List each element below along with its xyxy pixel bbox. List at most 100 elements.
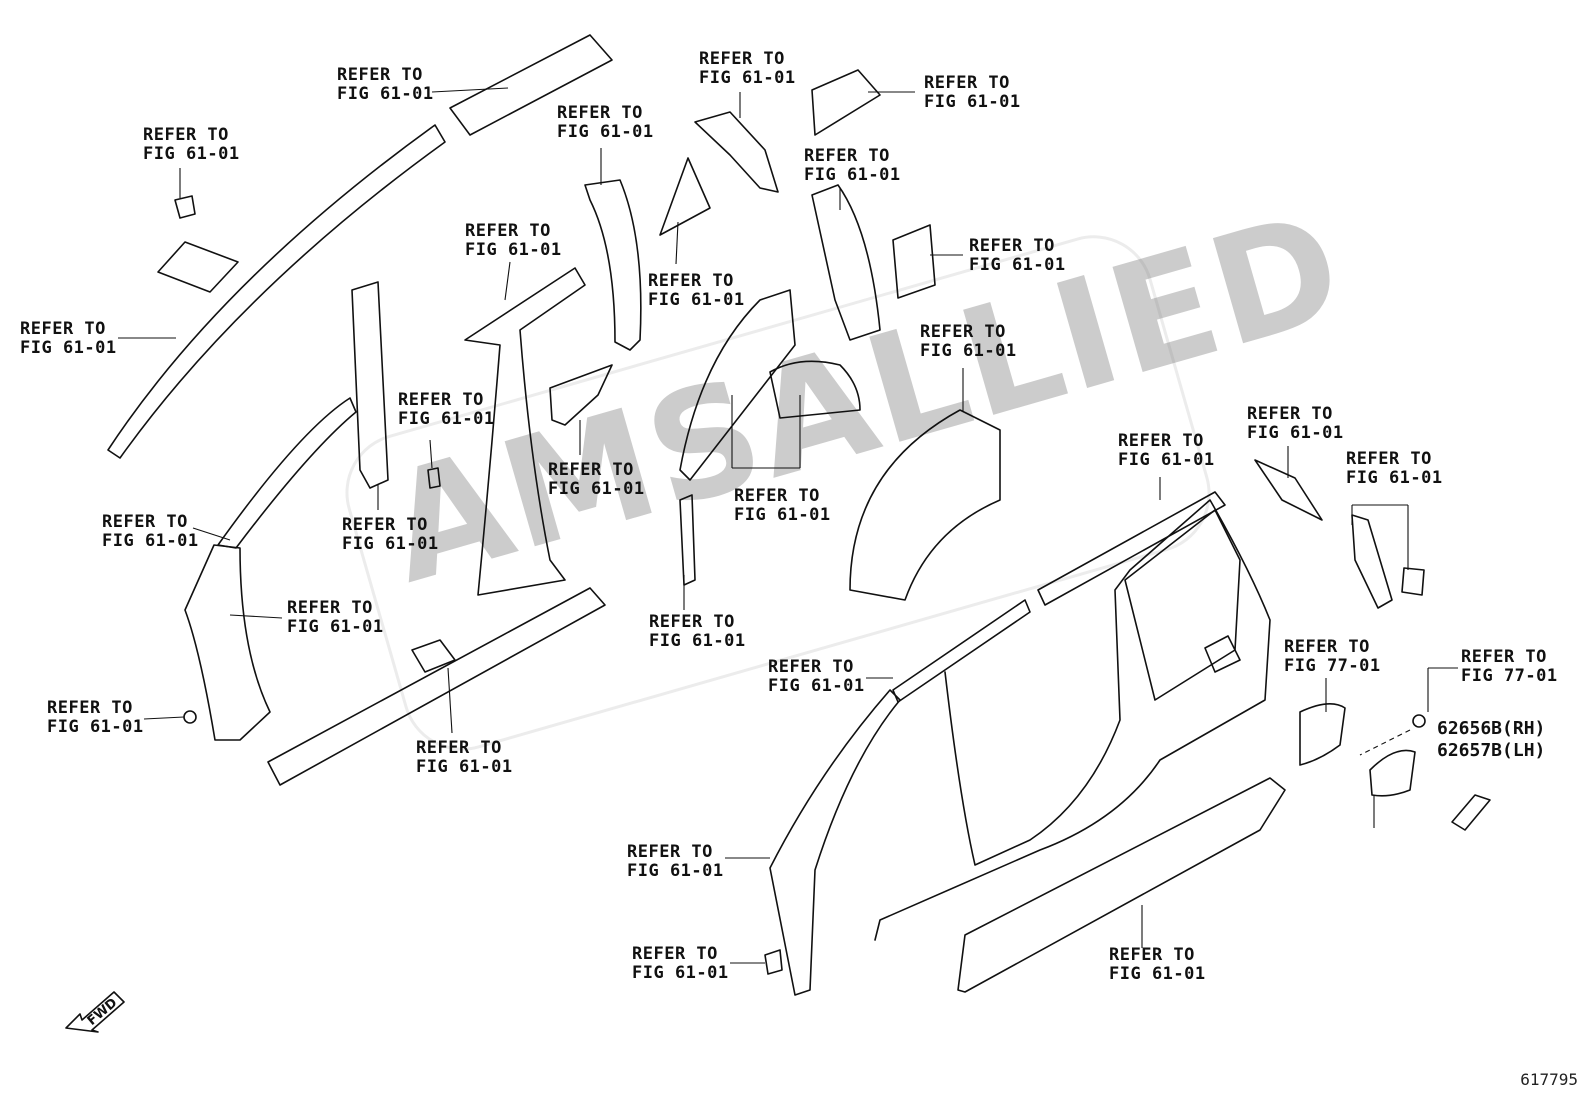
label-line: REFER TO	[337, 65, 423, 85]
label-line: FIG 61-01	[548, 479, 645, 499]
label-line: REFER TO	[632, 944, 718, 964]
label-line: REFER TO	[649, 612, 735, 632]
part-number-lh[interactable]: 62657B(LH)	[1437, 740, 1546, 761]
quarter-pillar-upper	[584, 179, 642, 351]
roof-side-rail-inner	[107, 124, 446, 459]
label-line: FIG 61-01	[768, 676, 865, 696]
label-line: FIG 61-01	[1118, 450, 1215, 470]
leader-l5	[229, 614, 283, 619]
small-clip	[427, 467, 441, 489]
leader-pn	[1359, 729, 1411, 756]
body-side-outer-roof	[1037, 491, 1226, 606]
label-line: REFER TO	[648, 271, 734, 291]
label-line: REFER TO	[924, 73, 1010, 93]
label-line: REFER TO	[734, 486, 820, 506]
label-line: FIG 61-01	[287, 617, 384, 637]
filler-strip	[679, 494, 696, 586]
rear-door-opening	[1124, 509, 1241, 701]
label-line: FIG 61-01	[924, 92, 1021, 112]
label-line: REFER TO	[557, 103, 643, 123]
label-line: FIG 61-01	[398, 409, 495, 429]
label-line: REFER TO	[548, 460, 634, 480]
front-pillar-lower	[184, 544, 271, 741]
label-line: FIG 77-01	[1461, 666, 1558, 686]
label-line: FIG 61-01	[648, 290, 745, 310]
label-line: REFER TO	[768, 657, 854, 677]
label-line: REFER TO	[398, 390, 484, 410]
label-line: REFER TO	[1461, 647, 1547, 667]
label-line: FIG 61-01	[1346, 468, 1443, 488]
roof-side-rail-outer	[449, 34, 613, 136]
fuel-filler-lid	[1369, 749, 1416, 797]
label-line: FIG 61-01	[20, 338, 117, 358]
label-line: FIG 61-01	[465, 240, 562, 260]
roof-side-strip	[1254, 459, 1323, 521]
roof-side-inner-rear	[694, 111, 779, 193]
quarter-bracket	[549, 364, 613, 426]
label-line: FIG 61-01	[632, 963, 729, 983]
label-line: FIG 77-01	[1284, 656, 1381, 676]
part-number-rh[interactable]: 62656B(RH)	[1437, 718, 1546, 739]
clip-part-1	[174, 195, 196, 219]
lid-lock-bracket	[1451, 794, 1491, 831]
label-line: REFER TO	[342, 515, 428, 535]
label-line: REFER TO	[1247, 404, 1333, 424]
label-line: FIG 61-01	[416, 757, 513, 777]
label-line: REFER TO	[969, 236, 1055, 256]
fuel-door-opening	[1204, 635, 1241, 673]
label-line: FIG 61-01	[649, 631, 746, 651]
leader-l8	[429, 439, 433, 469]
leader-l9	[504, 261, 511, 301]
label-line: FIG 61-01	[143, 144, 240, 164]
leader-l10	[447, 667, 453, 734]
label-line: REFER TO	[47, 698, 133, 718]
diagram-id: 617795	[1520, 1070, 1578, 1089]
rocker-panel-inner	[267, 587, 606, 786]
leader-l1	[431, 87, 509, 93]
body-side-outer-panel	[769, 499, 1271, 996]
label-line: FIG 61-01	[557, 122, 654, 142]
leader-l12	[675, 221, 679, 265]
label-line: REFER TO	[465, 221, 551, 241]
roof-drip-rail	[892, 599, 1031, 703]
label-line: REFER TO	[1118, 431, 1204, 451]
hole-plug	[183, 710, 197, 724]
part-number-label[interactable]: 62656B(RH)62657B(LH)	[1437, 718, 1545, 762]
label-line: FIG 61-01	[627, 861, 724, 881]
gusset-triangle	[659, 157, 711, 236]
label-line: REFER TO	[627, 842, 713, 862]
label-line: FIG 61-01	[1247, 423, 1344, 443]
label-line: REFER TO	[143, 125, 229, 145]
label-line: REFER TO	[102, 512, 188, 532]
label-line: FIG 61-01	[804, 165, 901, 185]
label-line: FIG 61-01	[102, 531, 199, 551]
label-line: REFER TO	[699, 49, 785, 69]
label-line: REFER TO	[416, 738, 502, 758]
label-line: REFER TO	[1109, 945, 1195, 965]
label-line: REFER TO	[287, 598, 373, 618]
rocker-panel-outer	[957, 777, 1286, 993]
